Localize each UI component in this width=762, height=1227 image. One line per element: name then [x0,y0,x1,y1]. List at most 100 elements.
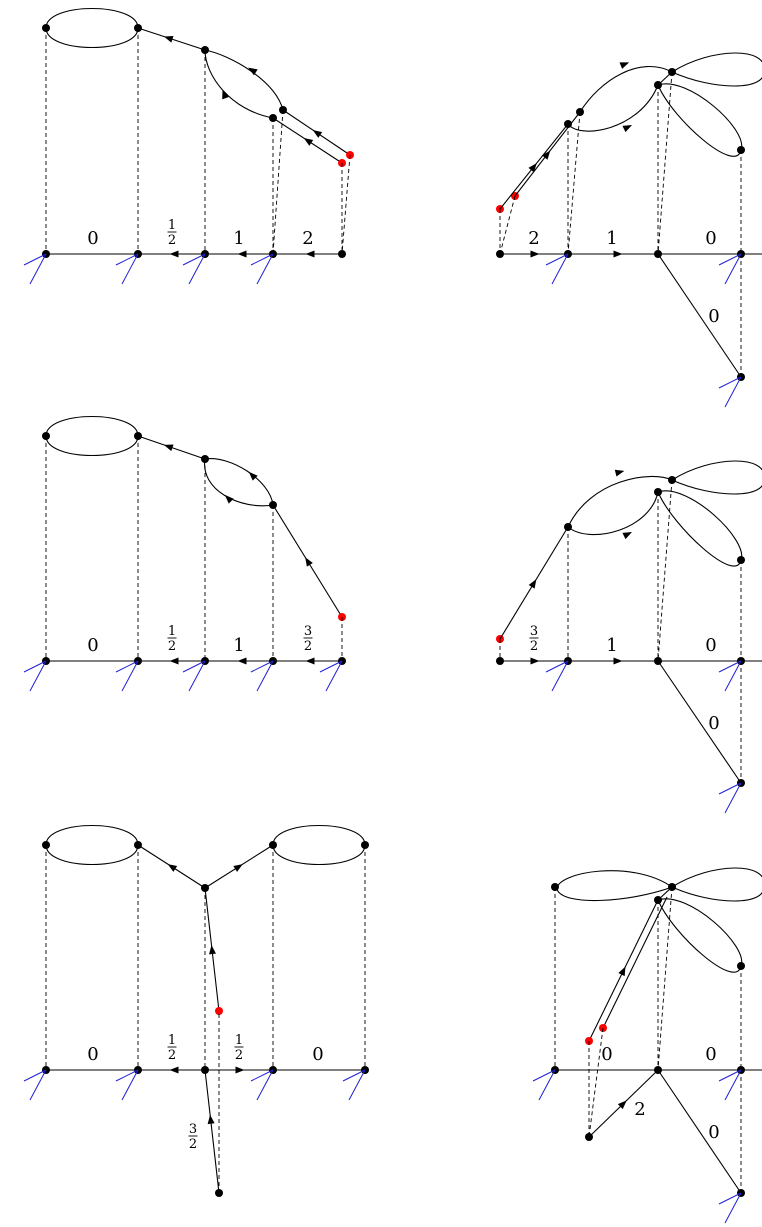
edge [657,660,742,784]
arrowhead [541,150,551,160]
edge-label: 0 [708,1122,719,1143]
leg [538,1069,556,1101]
vertex [201,1066,209,1074]
arrowhead [622,124,633,133]
leg [551,660,569,692]
edge-label: 0 [601,1044,612,1065]
edge-label: 1 [606,228,617,249]
arrowhead [209,945,216,955]
edge [204,1069,220,1194]
leg [250,1069,274,1082]
arrowhead [530,250,540,258]
arrowhead [303,138,314,146]
leg [532,1069,556,1082]
arrowhead [312,129,323,138]
petal [556,870,673,902]
edge-label-fraction: 12 [234,1033,244,1063]
loop [272,824,366,866]
edge-label-fraction: 12 [167,624,177,654]
arrowhead [305,250,315,258]
leg [182,660,206,673]
arrowhead [617,1100,627,1110]
arrowhead [169,1066,179,1074]
vertex [654,657,662,665]
arrowhead [233,864,243,872]
edge-label: 2 [528,228,539,249]
projection-dashed-line [499,195,516,255]
fraction-numerator: 1 [235,1033,243,1048]
leg [29,660,47,692]
arrowhead [237,250,247,258]
fraction-numerator: 1 [168,624,176,639]
loop [45,7,139,49]
leg [718,253,742,266]
edge-label: 0 [312,1044,323,1065]
leg [121,660,139,692]
petal [671,52,762,87]
leg [188,660,206,692]
edge-curve [567,475,673,528]
petal [671,460,762,495]
leg [718,1069,742,1082]
arrowhead [613,250,623,258]
fraction-denominator: 2 [168,1048,176,1063]
arrowhead [169,657,179,665]
arrowhead [619,62,630,69]
arrowhead [618,966,626,977]
edge-curve [567,491,659,536]
edge-curve [204,49,284,111]
projection-dashed-line [657,479,673,662]
edge-label: 0 [708,713,719,734]
arrowhead [167,864,178,872]
leg [23,660,47,673]
leg [718,782,742,795]
arrowhead [207,1114,215,1125]
vertex [585,1133,593,1141]
edge-label-fraction: 12 [167,1033,177,1063]
edge [657,1069,742,1194]
arrowhead [305,657,315,665]
leg [718,660,742,673]
loop [45,824,139,866]
projection-dashed-line [657,71,673,255]
leg [724,1069,742,1101]
edge-label: 0 [87,228,98,249]
arrowhead [163,35,174,43]
fraction-denominator: 2 [304,639,312,654]
leg [724,376,742,408]
petal [671,867,762,902]
vertex [654,1066,662,1074]
leg [551,253,569,285]
vertex [215,1189,223,1197]
fraction-denominator: 2 [235,1048,243,1063]
edge-label: 1 [233,228,244,249]
leg [724,660,742,692]
edge [657,253,742,378]
leg [23,1069,47,1082]
edge-label-fraction: 32 [303,624,313,654]
fraction-numerator: 1 [168,1033,176,1048]
arrowhead [528,162,537,173]
arrowhead [222,89,229,100]
edge-label: 2 [634,1099,645,1120]
leg [115,660,139,673]
loop [45,415,139,457]
arrowhead [163,444,174,452]
arrowhead [530,657,540,665]
projection-dashed-line [272,109,284,255]
arrowhead [169,250,179,258]
leg [724,253,742,285]
fraction-denominator: 2 [168,233,176,248]
arrowhead [622,531,633,540]
leg [724,1192,742,1224]
leg [121,253,139,285]
arrowhead [237,657,247,665]
edge-label: 0 [87,1044,98,1065]
vertex [496,657,504,665]
leg [188,253,206,285]
